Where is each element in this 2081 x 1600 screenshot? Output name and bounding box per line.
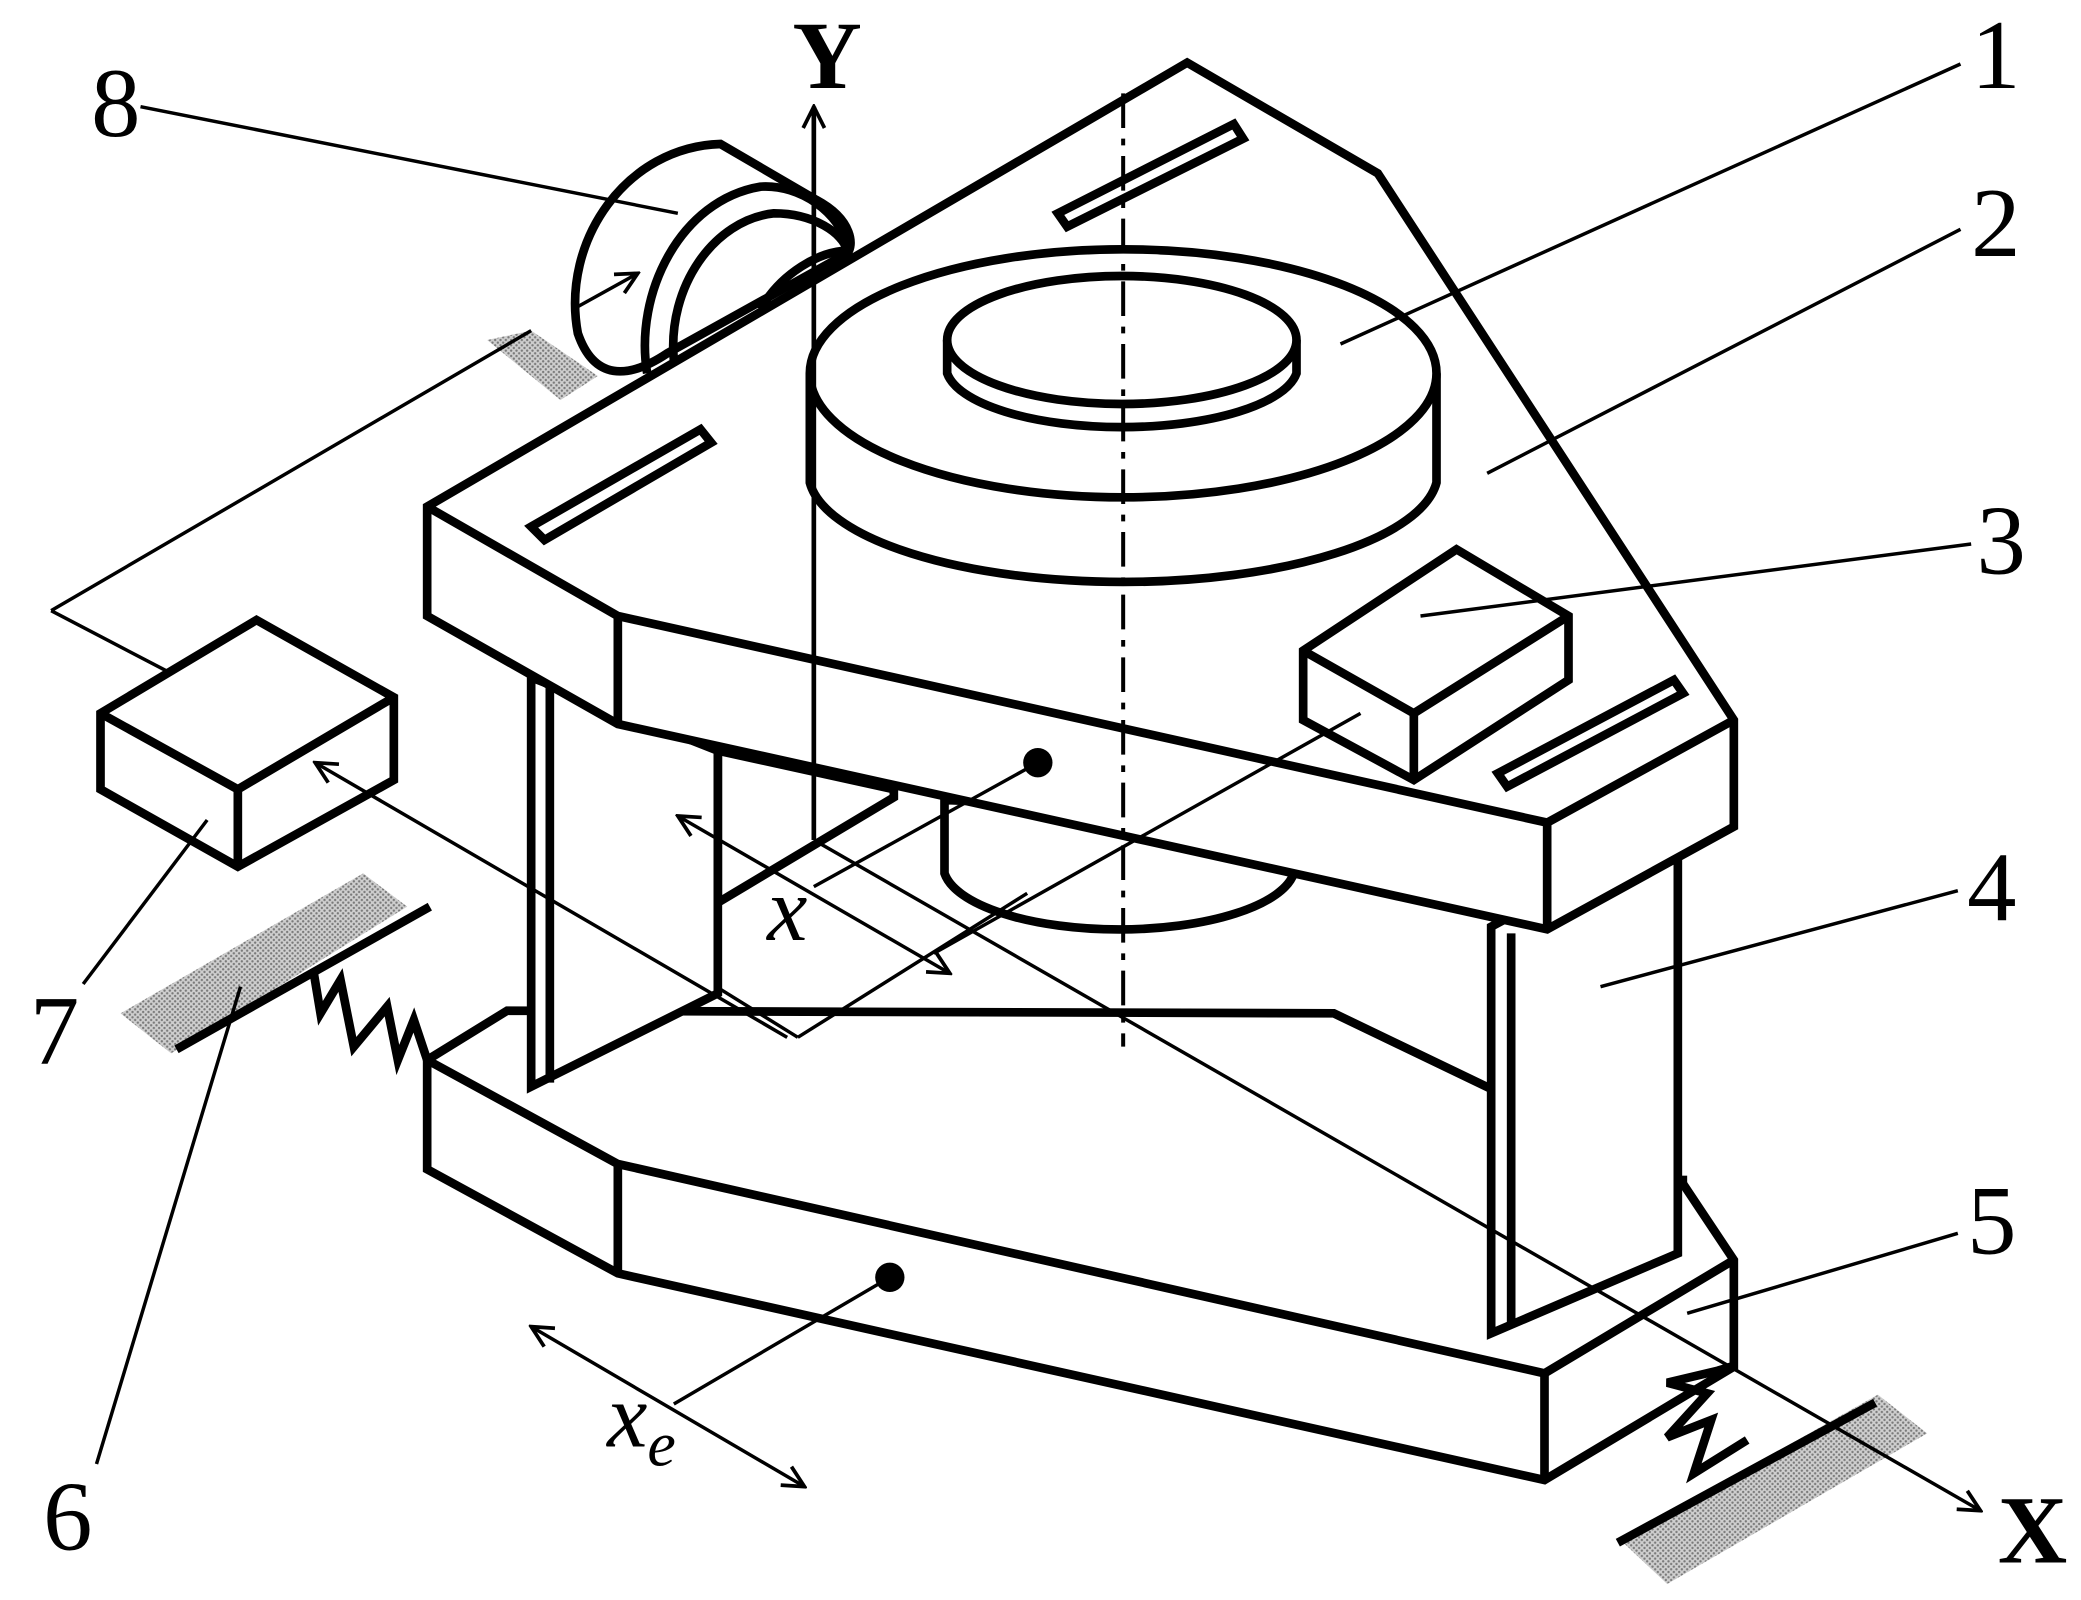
arrow-to-wheel [576, 273, 638, 309]
leader-bottom-center [672, 1275, 891, 1406]
top-center-dot [1023, 748, 1053, 778]
arrow-to-block-7 [315, 763, 789, 1039]
var-xe-sub: e [647, 1408, 675, 1479]
leader-6 [94, 986, 243, 1465]
leader-5 [1686, 1231, 1959, 1315]
label-7: 7 [30, 977, 79, 1086]
label-5: 5 [1967, 1166, 2016, 1275]
arrow-x-top [678, 816, 950, 973]
leader-3 [1420, 542, 1972, 618]
var-xe-main: x [605, 1366, 647, 1467]
var-xe: xe [605, 1366, 676, 1480]
spring-left [309, 968, 432, 1076]
ground-hatch-top [487, 330, 598, 400]
label-4: 4 [1967, 833, 2016, 942]
guide-line-b [719, 987, 799, 1039]
slot-right [1491, 674, 1690, 793]
wheel-8 [570, 139, 855, 376]
slot-top [1051, 118, 1250, 233]
leader-top-center [812, 761, 1039, 889]
bottom-center-dot [875, 1262, 905, 1292]
y-axis-label: Y [793, 2, 862, 109]
arrow-xe-bottom [531, 1327, 804, 1487]
guide-3 [932, 711, 1362, 955]
label-2: 2 [1971, 169, 2020, 278]
ground-hatch-right [1615, 1394, 1928, 1584]
label-1: 1 [1971, 1, 2020, 110]
slot-left [524, 423, 718, 546]
sensor-block-7 [96, 614, 399, 872]
var-x: x [765, 859, 807, 960]
lower-platform [422, 1006, 1739, 1485]
label-6: 6 [43, 1462, 92, 1571]
leader-2 [1486, 227, 1962, 475]
leader-4 [1600, 888, 1959, 989]
leader-7 [81, 818, 209, 986]
guide-left-short [50, 609, 172, 675]
leader-8 [140, 104, 679, 216]
leader-1 [1339, 62, 1962, 346]
label-3: 3 [1977, 486, 2026, 595]
x-axis-line [812, 838, 1981, 1511]
x-axis-label: X [1998, 1477, 2067, 1584]
ground-hatch-left [120, 873, 432, 1054]
label-8: 8 [91, 49, 140, 158]
spring-right [1663, 1362, 1750, 1484]
guide-left-long [50, 329, 533, 613]
